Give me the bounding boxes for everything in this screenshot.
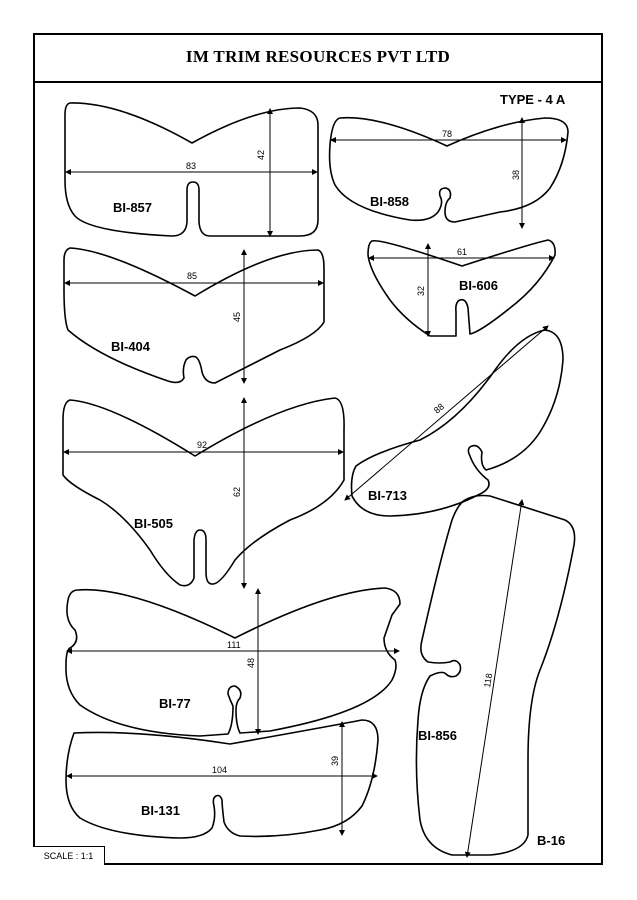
sheet-code: B-16 (537, 833, 565, 848)
bi-856-length: 118 (482, 673, 494, 689)
pattern-bi-77: 111 48 BI-77 (65, 587, 401, 737)
pattern-bi-505: 92 62 BI-505 (62, 397, 345, 589)
bi-856-code: BI-856 (418, 728, 457, 743)
pattern-bi-857: 83 42 BI-857 (64, 102, 319, 237)
bi-77-code: BI-77 (159, 696, 191, 711)
bi-404-width: 85 (187, 271, 197, 281)
bi-77-height: 48 (246, 658, 256, 668)
bi-77-width: 111 (227, 640, 241, 650)
pattern-bi-606: 61 32 BI-606 (367, 239, 556, 337)
bi-131-height: 39 (330, 756, 340, 766)
bi-606-width: 61 (457, 247, 467, 257)
bi-606-code: BI-606 (459, 278, 498, 293)
bi-713-diagonal: 88 (432, 401, 446, 415)
bi-713-code: BI-713 (368, 488, 407, 503)
bi-131-code: BI-131 (141, 803, 180, 818)
bi-858-code: BI-858 (370, 194, 409, 209)
pattern-bi-858: 78 38 BI-858 (328, 116, 569, 229)
bi-606-height: 32 (416, 286, 426, 296)
company-title: IM TRIM RESOURCES PVT LTD (185, 47, 451, 66)
bi-505-height: 62 (232, 487, 242, 497)
bi-404-code: BI-404 (111, 339, 151, 354)
sheet-border (33, 33, 603, 865)
bi-857-height: 42 (256, 150, 266, 160)
bi-505-width: 92 (197, 440, 207, 450)
bi-858-width: 78 (442, 129, 452, 139)
pattern-bi-713: 88 BI-713 (344, 325, 564, 517)
bi-857-code: BI-857 (113, 200, 152, 215)
bi-505-code: BI-505 (134, 516, 173, 531)
scale-label: SCALE : 1:1 (33, 846, 105, 865)
bi-857-width: 83 (186, 161, 196, 171)
type-label: TYPE - 4 A (500, 92, 566, 107)
bi-131-width: 104 (212, 765, 227, 775)
pattern-bi-404: 85 45 BI-404 (63, 247, 325, 384)
bi-858-height: 38 (511, 170, 521, 180)
bi-404-height: 45 (232, 312, 242, 322)
pattern-bi-131: 104 39 BI-131 (65, 719, 379, 839)
title-block: IM TRIM RESOURCES PVT LTD (33, 33, 603, 83)
pattern-bi-856: 118 BI-856 (415, 494, 576, 858)
